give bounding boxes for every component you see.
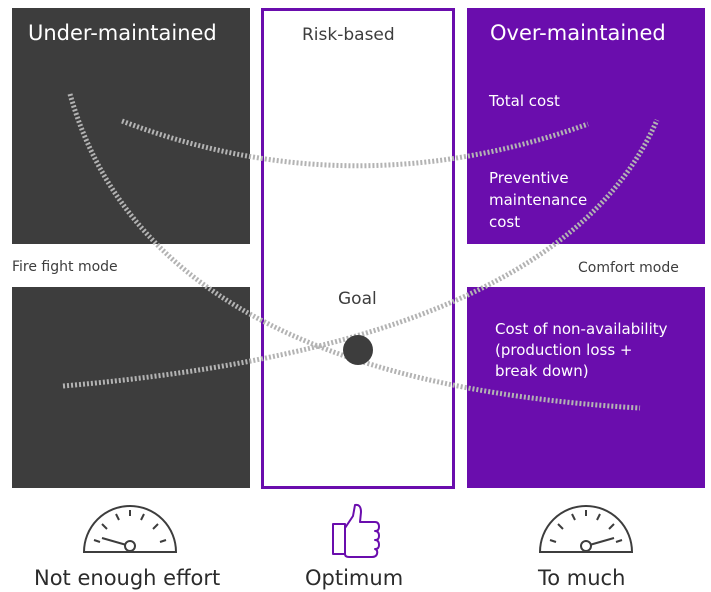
comfort-mode-label: Comfort mode [578,260,679,276]
to-much-label: To much [538,566,626,590]
under-maintained-title: Under-maintained [28,21,217,45]
under-maintained-bottom-panel [12,287,250,488]
preventive-cost-label-line2: maintenance [489,191,588,209]
non-availability-label-line3: break down) [495,362,589,380]
preventive-maintenance-curve [62,119,660,389]
gauge-low-icon [82,505,178,553]
non-availability-curve [67,93,641,411]
goal-label: Goal [338,289,377,309]
non-availability-label-line2: (production loss + [495,341,633,359]
total-cost-curve [121,118,589,169]
total-cost-label: Total cost [489,92,560,110]
under-maintained-top-panel [12,8,250,244]
preventive-cost-label-line1: Preventive [489,169,569,187]
risk-based-title: Risk-based [302,25,395,45]
optimum-label: Optimum [305,566,404,590]
risk-based-panel [261,8,455,489]
preventive-cost-label-line3: cost [489,213,521,231]
fire-fight-mode-label: Fire fight mode [12,259,118,275]
gauge-high-icon [538,505,634,553]
not-enough-effort-label: Not enough effort [34,566,221,590]
over-maintained-bottom-panel [467,287,705,488]
thumbs-up-icon [332,503,380,558]
non-availability-label-line1: Cost of non-availability [495,320,668,338]
goal-point [343,335,373,365]
over-maintained-title: Over-maintained [490,21,666,45]
